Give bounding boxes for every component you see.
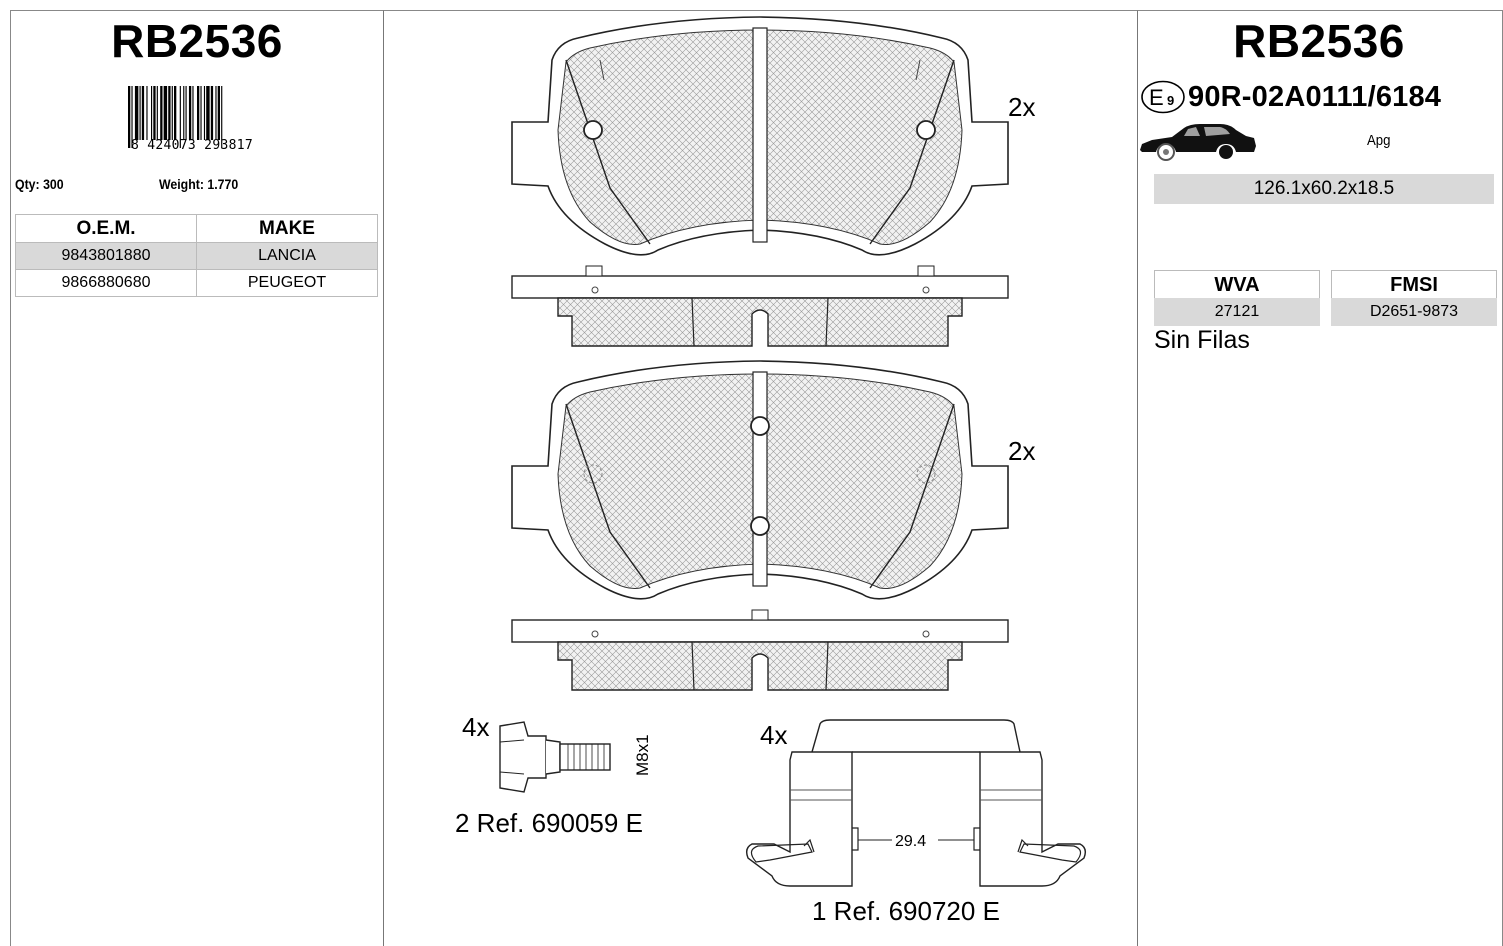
barcode-bar [134,86,139,140]
bolt-thread-label: M8x1 [633,734,652,776]
weight-label: Weight: 1.770 [159,176,239,192]
brake-pad-bottom-view [511,360,1009,600]
barcode-bar [183,86,185,140]
product-code: RB2536 [111,15,283,67]
wva-label: WVA [1154,270,1320,298]
e-number: 9 [1167,93,1174,108]
barcode-digits: 8 424073 293817 [131,138,253,153]
barcode-bar [217,86,220,140]
barcode-bar [179,86,181,148]
pad-quantity-label: 2x [1008,436,1036,466]
fmsi-value: D2651-9873 [1331,298,1497,326]
vehicle-label: Apg [1367,132,1391,149]
approval-number: 90R-02A0111/6184 [1188,80,1442,113]
barcode-bar [168,86,171,140]
barcode-bar [139,86,141,140]
table-row: 9843801880 LANCIA [15,242,378,270]
barcode-bar [210,86,214,140]
make-name: LANCIA [196,242,378,270]
barcode-bar [163,86,168,140]
spring-dimension-label: 29.4 [895,833,926,850]
barcode-bar [128,86,131,148]
barcode-bar [160,86,163,140]
barcode-bar [174,86,177,140]
oem-number: 9866880680 [15,269,197,297]
barcode-bar [171,86,173,140]
barcode-bar [197,86,200,140]
fmsi-box: FMSI D2651-9873 [1331,270,1497,326]
brake-pad-bottom-side-view [511,609,1009,691]
wva-value: 27121 [1154,298,1320,326]
left-panel [10,10,384,946]
barcode-bar [141,86,145,140]
drawing-panel [384,10,1138,946]
product-code-right: RB2536 [1233,15,1405,67]
barcode-bar [146,86,148,140]
barcode-bar [153,86,156,140]
spring-clip-drawing: 29.4 [745,719,1087,887]
barcode-bar [156,86,158,140]
rows-note: Sin Filas [1154,326,1250,354]
bolt-drawing: M8x1 [499,721,652,793]
spring-reference: 1 Ref. 690720 E [812,896,1000,926]
barcode-bar [221,86,223,148]
brake-pad-top-side-view [511,265,1009,347]
approval-mark: E 9 90R-02A0111/6184 [1140,80,1441,114]
barcode-bar [192,86,194,140]
oem-table-header: O.E.M. MAKE [15,214,378,243]
e-letter: E [1149,85,1164,110]
brake-pad-top-view [511,16,1009,256]
make-header: MAKE [196,214,378,243]
barcode-bar [131,86,133,148]
barcode [128,86,223,148]
oem-number: 9843801880 [15,242,197,270]
barcode-bar [151,86,153,140]
car-icon [1140,124,1256,161]
bolt-quantity-label: 4x [462,712,490,742]
bolt-reference: 2 Ref. 690059 E [455,808,643,838]
barcode-bar [200,86,202,140]
barcode-bar [203,86,206,140]
oem-table: O.E.M. MAKE 9843801880 LANCIA 9866880680… [15,214,378,297]
barcode-bar [185,86,187,140]
technical-drawing: M8x1 29.4 [499,16,1087,887]
spring-quantity-label: 4x [760,720,788,750]
make-name: PEUGEOT [196,269,378,297]
wva-box: WVA 27121 [1154,270,1320,326]
quantity-label: Qty: 300 [15,176,64,192]
fmsi-label: FMSI [1331,270,1497,298]
barcode-bar [215,86,217,140]
table-row: 9866880680 PEUGEOT [15,269,378,297]
dimensions-value: 126.1x60.2x18.5 [1154,174,1494,204]
oem-header: O.E.M. [15,214,197,243]
barcode-bar [206,86,210,140]
e-approval-icon: E 9 [1141,80,1185,114]
barcode-bar [188,86,192,140]
pad-quantity-label: 2x [1008,92,1036,122]
